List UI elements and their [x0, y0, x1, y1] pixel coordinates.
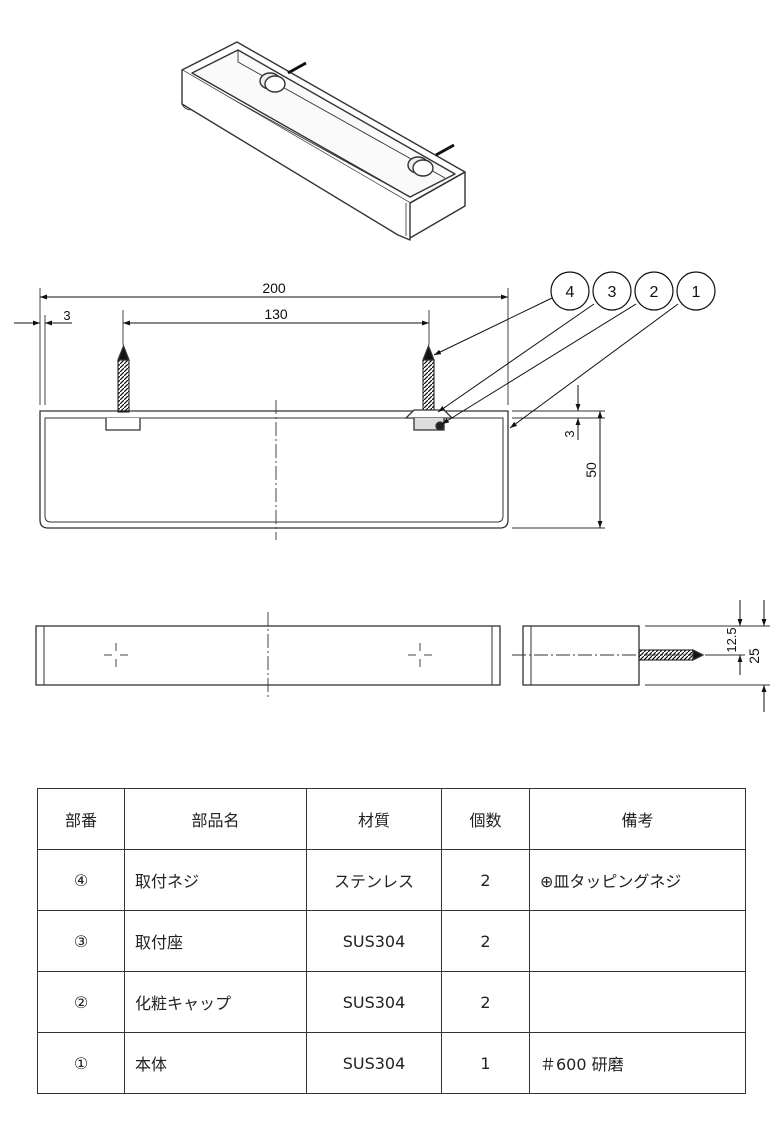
balloon-1: 1	[676, 271, 716, 311]
cell-part-name: 化粧キャップ	[124, 971, 307, 1033]
front-view	[39, 344, 509, 540]
extension-lines	[39, 288, 605, 529]
balloon-2: 2	[634, 271, 674, 311]
dim-label-130: 130	[264, 306, 288, 322]
dim-label-200: 200	[262, 280, 286, 296]
dim-label-3-lip: 3	[562, 430, 577, 437]
side-view	[512, 625, 705, 686]
table-row: ④ 取付ネジ ステンレス 2 ⊕皿タッピングネジ	[37, 849, 746, 911]
table-row: ② 化粧キャップ SUS304 2	[37, 971, 746, 1033]
cell-part-name: 取付ネジ	[124, 849, 307, 911]
dim-label-12-5: 12.5	[724, 627, 739, 652]
header-material: 材質	[306, 788, 442, 850]
dim-label-50: 50	[583, 462, 599, 478]
top-view	[35, 612, 501, 698]
balloon-leaders	[433, 297, 679, 429]
balloon-label-2: 2	[650, 284, 659, 301]
cell-material: ステンレス	[306, 849, 442, 911]
dim-label-25: 25	[746, 648, 762, 664]
balloon-4: 4	[550, 271, 590, 311]
table-row: ③ 取付座 SUS304 2	[37, 910, 746, 972]
isometric-view	[181, 41, 466, 241]
cell-quantity: 2	[441, 849, 530, 911]
cell-part-no: ④	[37, 849, 125, 911]
cell-part-name: 取付座	[124, 910, 307, 972]
cell-part-no: ③	[37, 910, 125, 972]
dim-label-3-left: 3	[63, 308, 70, 323]
table-row: ① 本体 SUS304 1 ＃600 研磨	[37, 1032, 746, 1094]
cell-quantity: 2	[441, 971, 530, 1033]
balloon-label-1: 1	[692, 284, 701, 301]
parts-table: 部番 部品名 材質 個数 備考 ④ 取付ネジ ステンレス 2 ⊕皿タッピングネジ…	[37, 788, 746, 1094]
cell-material: SUS304	[306, 971, 442, 1033]
cell-material: SUS304	[306, 910, 442, 972]
header-quantity: 個数	[441, 788, 530, 850]
cell-notes	[529, 971, 746, 1033]
table-header-row: 部番 部品名 材質 個数 備考	[37, 788, 746, 850]
cell-quantity: 2	[441, 910, 530, 972]
technical-drawing: 200 130 3 3 50 4 3 2 1	[14, 41, 770, 712]
header-part-no: 部番	[37, 788, 125, 850]
cell-material: SUS304	[306, 1032, 442, 1094]
cell-notes	[529, 910, 746, 972]
cell-part-no: ②	[37, 971, 125, 1033]
cell-notes: ⊕皿タッピングネジ	[529, 849, 746, 911]
balloon-3: 3	[592, 271, 632, 311]
header-notes: 備考	[529, 788, 746, 850]
cell-part-name: 本体	[124, 1032, 307, 1094]
balloon-label-4: 4	[566, 284, 575, 301]
header-part-name: 部品名	[124, 788, 307, 850]
cell-quantity: 1	[441, 1032, 530, 1094]
cell-part-no: ①	[37, 1032, 125, 1094]
cell-notes: ＃600 研磨	[529, 1032, 746, 1094]
balloon-label-3: 3	[608, 284, 617, 301]
